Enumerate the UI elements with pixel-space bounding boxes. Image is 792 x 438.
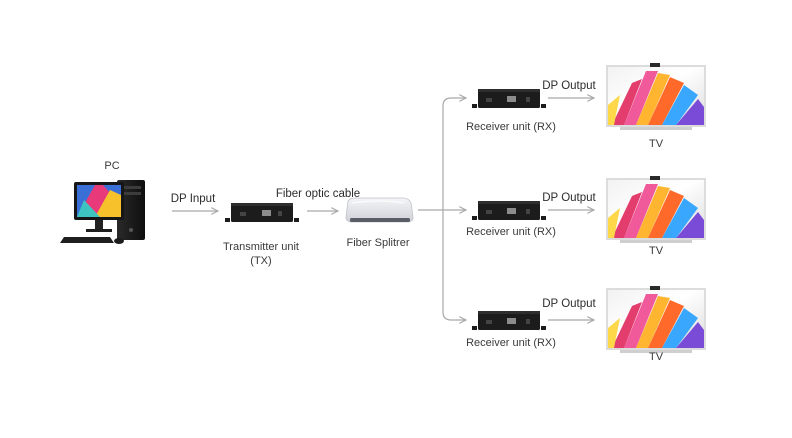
dp-output-label-2: DP Output	[542, 192, 596, 204]
dp-input-label: DP Input	[170, 193, 216, 205]
fiber-cable-label: Fiber optic cable	[275, 188, 361, 200]
receiver-label-2: Receiver unit (RX)	[466, 226, 556, 238]
transmitter-label-tx: (TX)	[250, 255, 272, 267]
receiver-device-icon-1	[472, 89, 546, 108]
splitter-label: Fiber Splitrer	[346, 237, 410, 249]
tv-label-1: TV	[648, 138, 664, 150]
pc-computer-icon	[60, 180, 145, 244]
transmitter-label: Transmitter unit	[222, 241, 300, 253]
tv-screen-icon-1	[606, 63, 706, 130]
fiber-splitter-icon	[345, 197, 414, 223]
dp-output-label-3: DP Output	[542, 298, 596, 310]
tv-label-2: TV	[648, 245, 664, 257]
receiver-device-icon-3	[472, 311, 546, 330]
receiver-label-1: Receiver unit (RX)	[466, 121, 556, 133]
tv-screen-icon-3	[606, 286, 706, 353]
tv-screen-icon-2	[606, 176, 706, 243]
dp-output-label-1: DP Output	[542, 80, 596, 92]
receiver-label-3: Receiver unit (RX)	[466, 337, 556, 349]
receiver-device-icon-2	[472, 201, 546, 220]
transmitter-device-icon	[225, 203, 299, 222]
tv-label-3: TV	[648, 351, 664, 363]
pc-label: PC	[104, 160, 120, 172]
